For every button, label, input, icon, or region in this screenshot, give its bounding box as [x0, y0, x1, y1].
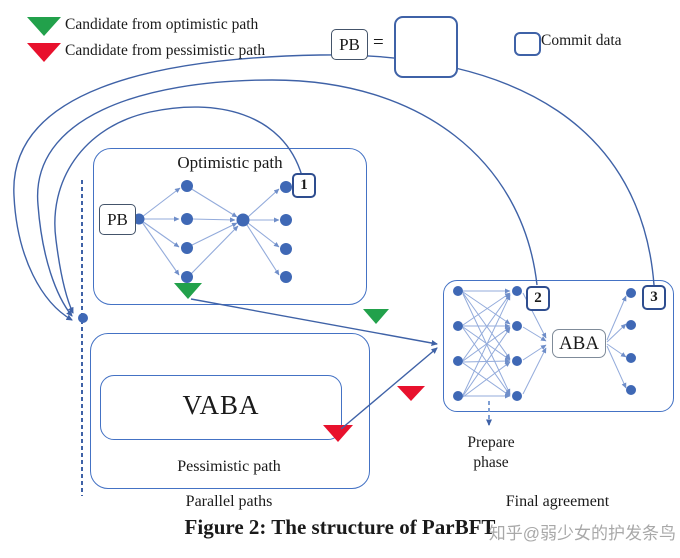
- legend-optimistic-triangle-icon: [27, 17, 61, 36]
- legend-pessimistic-label: Candidate from pessimistic path: [65, 42, 266, 59]
- parallel-paths-label: Parallel paths: [185, 493, 273, 510]
- legend-pessimistic-triangle-icon: [27, 43, 61, 62]
- figure-caption: Figure 2: The structure of ParBFT: [184, 515, 496, 539]
- equals-sign: =: [373, 32, 384, 53]
- commit-data-icon: [514, 32, 541, 56]
- pb-definition-box: PB: [331, 29, 368, 60]
- prepare-phase-label: Prepare phase: [450, 433, 532, 473]
- vaba-label: VABA: [182, 390, 260, 420]
- pb-node-box: PB: [99, 204, 136, 235]
- commit-badge-2: 2: [526, 286, 550, 311]
- commit-badge-3: 3: [642, 285, 666, 310]
- commit-badge-1: 1: [292, 173, 316, 198]
- commit-data-label: Commit data: [541, 32, 622, 49]
- optimistic-path-title: Optimistic path: [177, 153, 283, 172]
- start-node: [78, 313, 88, 323]
- watermark: 知乎@弱少女的护发条鸟: [488, 524, 676, 543]
- prepare-phase-line2: phase: [473, 454, 509, 472]
- final-agreement-label: Final agreement: [505, 493, 610, 510]
- floating-red-triangle-icon: [397, 386, 425, 401]
- pb-definition-frame: [394, 16, 458, 78]
- aba-box: ABA: [552, 329, 606, 358]
- vaba-box: VABA: [100, 375, 342, 440]
- legend-optimistic-label: Candidate from optimistic path: [65, 16, 259, 33]
- pessimistic-path-title: Pessimistic path: [177, 458, 281, 475]
- prepare-phase-line1: Prepare: [467, 434, 515, 451]
- floating-green-triangle-icon: [363, 309, 389, 324]
